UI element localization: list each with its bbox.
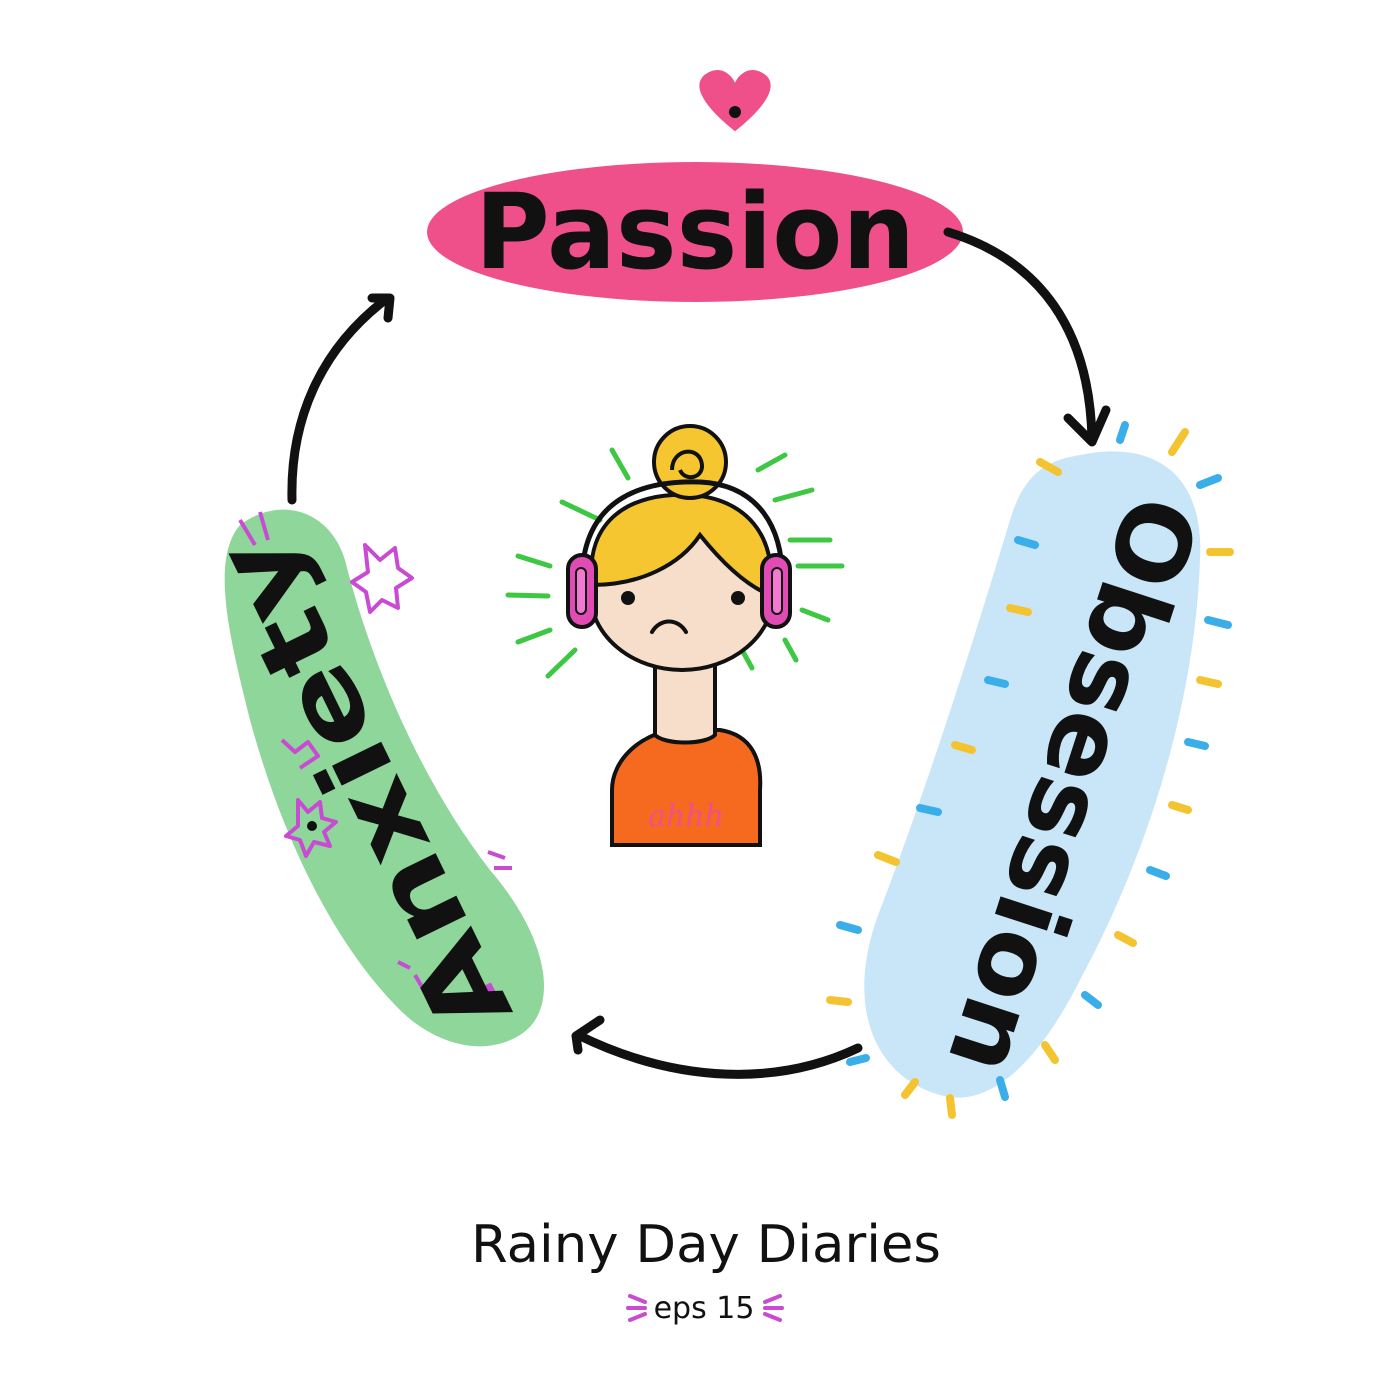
passion-blob <box>427 162 963 302</box>
shirt-text: ahhh <box>648 799 724 834</box>
stressed-girl-illustration: ahhh <box>505 424 845 847</box>
obsession-node: Obsession <box>826 421 1234 1119</box>
cycle-arrows <box>287 227 1111 1079</box>
arrowhead-anxiety-icon <box>571 1015 605 1055</box>
arrowhead-passion-icon <box>367 293 395 323</box>
arrowhead-obsession-icon <box>1063 405 1111 447</box>
shirt <box>610 728 763 847</box>
anxiety-blob <box>224 509 544 1047</box>
arrow-obsession-to-anxiety <box>573 1030 863 1079</box>
heart-icon <box>699 70 771 132</box>
obsession-blob <box>864 451 1201 1098</box>
headphones-icon <box>566 553 792 629</box>
neck <box>653 648 717 745</box>
arrow-anxiety-to-passion <box>287 295 390 505</box>
right-eye <box>731 591 745 605</box>
arrow-passion-to-obsession <box>943 227 1097 445</box>
anxiety-label: Anxiety <box>193 517 535 1054</box>
footer: Rainy Day Diaries eps 15 <box>471 1215 941 1326</box>
frown <box>650 619 688 634</box>
passion-label: Passion <box>475 171 915 293</box>
hair-bun <box>652 424 728 500</box>
headphone-band <box>579 479 785 576</box>
anxiety-bursts <box>238 511 512 1007</box>
passion-node: Passion <box>427 70 963 302</box>
anxiety-node: Anxiety <box>193 509 544 1054</box>
obsession-dashes <box>826 421 1234 1119</box>
footer-title: Rainy Day Diaries <box>471 1215 941 1275</box>
episode-decorations-icon <box>626 1294 784 1322</box>
stress-lines <box>505 447 845 679</box>
footer-episode: eps 15 <box>654 1291 755 1326</box>
left-eye <box>621 591 635 605</box>
